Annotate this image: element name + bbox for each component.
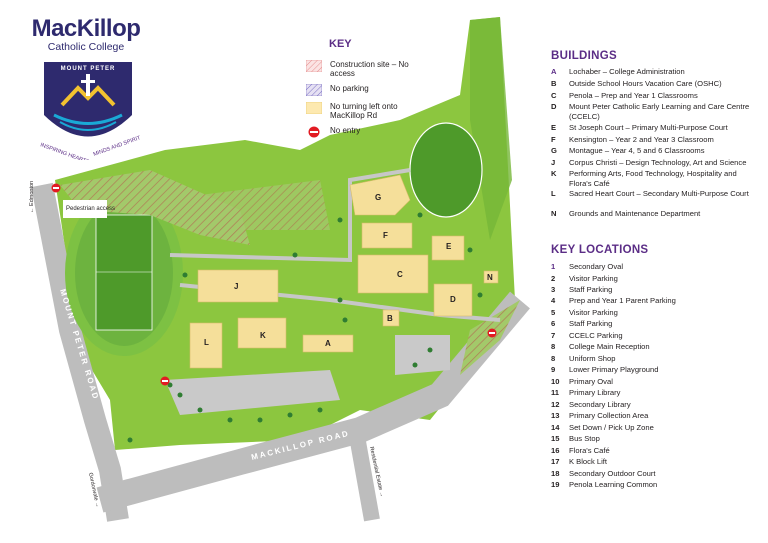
building-label-j: J: [234, 282, 238, 291]
building-label-k: K: [260, 331, 266, 340]
svg-text:MOUNT PETER: MOUNT PETER: [61, 66, 116, 72]
building-label-n: N: [487, 273, 493, 282]
no-entry-sign-icon: [487, 328, 497, 338]
logo-title: MacKillop: [31, 15, 141, 42]
pedestrian-access-label: Pedestrian access: [66, 206, 115, 212]
college-logo: MacKillop Catholic College: [26, 15, 146, 54]
building-label-f: F: [383, 231, 388, 240]
building-label-c: C: [397, 270, 403, 279]
svg-text:MINDS AND SPIRITS: MINDS AND SPIRITS: [93, 134, 140, 158]
buildings-title: BUILDINGS: [551, 50, 617, 62]
building-label-l: L: [204, 338, 209, 347]
no-entry-sign-icon: [51, 183, 61, 193]
no-parking-swatch-icon: [306, 84, 322, 96]
locations-title: KEY LOCATIONS: [551, 244, 649, 256]
svg-text:INSPIRING HEARTS: INSPIRING HEARTS: [39, 142, 90, 160]
college-crest-icon: MOUNT PETER INSPIRING HEARTS MINDS AND S…: [39, 62, 140, 160]
no-entry-icon: [308, 126, 320, 138]
building-label-d: D: [450, 295, 456, 304]
no-entry-sign-icon: [160, 376, 170, 386]
no-turn-swatch-icon: [306, 102, 322, 114]
building-label-g: G: [375, 193, 381, 202]
key-title: KEY: [329, 38, 352, 50]
construction-swatch-icon: [306, 60, 322, 72]
edmonton-label: ← Edmonton: [29, 181, 35, 213]
car-park-lower: [165, 370, 340, 415]
building-label-a: A: [325, 339, 331, 348]
building-label-b: B: [387, 314, 393, 323]
logo-subtitle: Catholic College: [47, 41, 125, 53]
building-label-e: E: [446, 242, 452, 251]
